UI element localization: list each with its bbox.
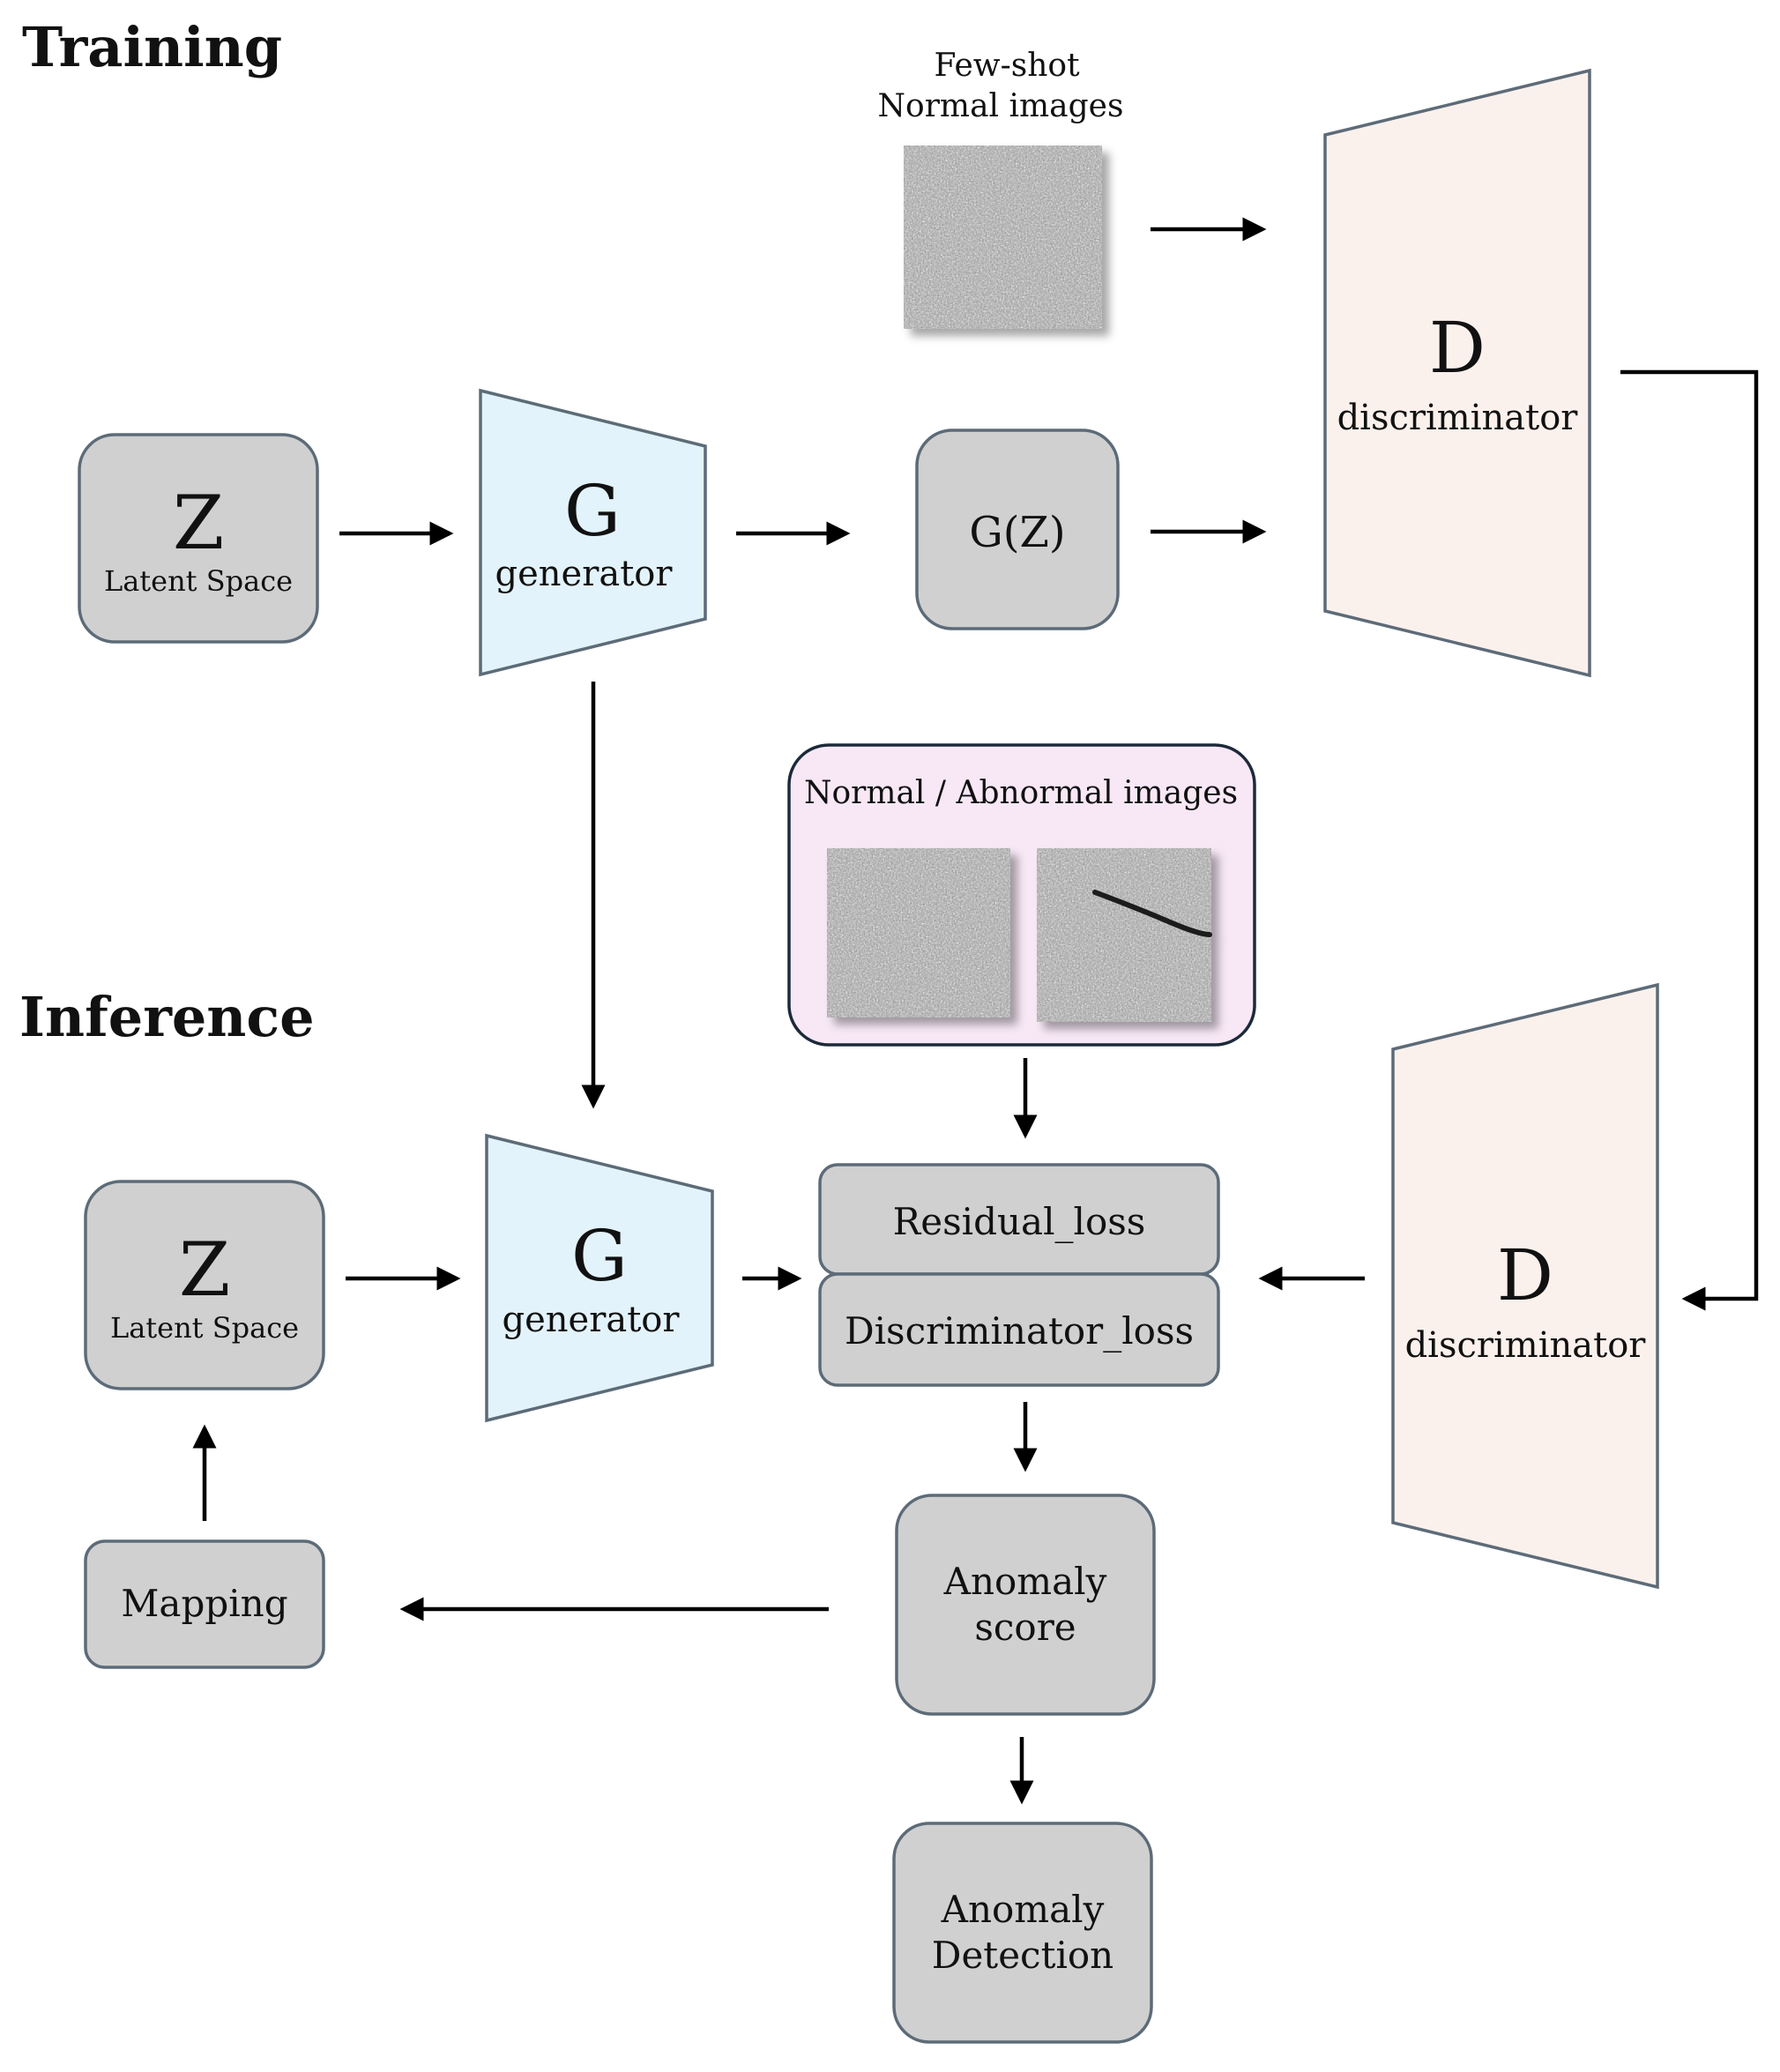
anomaly-detection-box: Anomaly Detection (892, 1822, 1153, 2044)
generator-training: G generator (479, 388, 707, 677)
latent-label: Latent Space (110, 1311, 299, 1345)
generator-inference: G generator (485, 1133, 714, 1423)
discriminator-symbol: D (1429, 307, 1486, 389)
few-shot-label-line2: Normal images (878, 88, 1124, 124)
mapping-box: Mapping (84, 1539, 325, 1669)
training-section-title: Training (22, 15, 282, 79)
gz-box: G(Z) (915, 429, 1120, 630)
few-shot-normal-image (904, 145, 1102, 329)
latent-label: Latent Space (104, 564, 293, 598)
generator-label: generator (503, 1300, 681, 1340)
few-shot-label-line1: Few-shot (934, 48, 1080, 84)
crack-defect (1092, 890, 1212, 937)
anomaly-score-box: Anomaly score (895, 1494, 1156, 1716)
discriminator-label: discriminator (1405, 1325, 1647, 1366)
discriminator-label: discriminator (1337, 398, 1579, 438)
images-panel-title: Normal / Abnormal images (804, 775, 1238, 811)
generator-label: generator (495, 554, 674, 594)
abnormal-image (1037, 848, 1212, 1022)
arrow-discriminator-transfer (1620, 369, 1759, 1311)
inference-section-title: Inference (19, 985, 315, 1049)
discriminator-inference: D discriminator (1391, 982, 1659, 1590)
anomaly-detection-line1: Anomaly (941, 1888, 1105, 1931)
generator-symbol: G (564, 470, 621, 552)
discriminator-loss-label: Discriminator_loss (845, 1309, 1194, 1353)
normal-image (827, 848, 1010, 1017)
gz-label: G(Z) (969, 508, 1065, 557)
anomaly-detection-line2: Detection (932, 1934, 1113, 1977)
anomaly-score-line2: score (974, 1606, 1076, 1649)
anomaly-score-line1: Anomaly (943, 1560, 1107, 1603)
mapping-label: Mapping (121, 1582, 287, 1625)
generator-symbol: G (571, 1215, 628, 1297)
latent-space-box-inference: Z Latent Space (84, 1180, 325, 1390)
discriminator-loss-box: Discriminator_loss (818, 1272, 1220, 1387)
residual-loss-box: Residual_loss (818, 1163, 1220, 1276)
latent-space-box-training: Z Latent Space (78, 433, 319, 644)
discriminator-training: D discriminator (1323, 68, 1591, 678)
latent-symbol: Z (173, 480, 224, 566)
discriminator-symbol: D (1497, 1234, 1553, 1316)
residual-loss-label: Residual_loss (893, 1200, 1146, 1243)
latent-symbol: Z (179, 1226, 230, 1313)
normal-abnormal-images-panel: Normal / Abnormal images (787, 743, 1256, 1047)
